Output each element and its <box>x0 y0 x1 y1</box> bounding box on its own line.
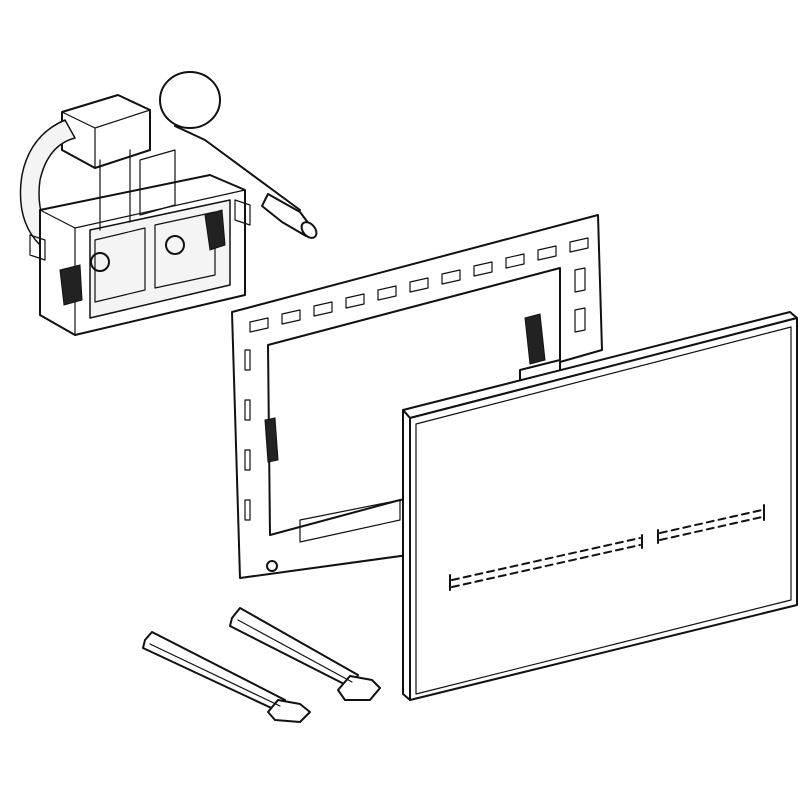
cable <box>174 125 301 211</box>
actuator-rod-right <box>229 607 381 701</box>
valve-left <box>90 252 110 272</box>
plate-left-edge <box>402 409 411 701</box>
plate-face <box>409 317 798 701</box>
frame-clip-right <box>524 313 546 365</box>
actuator-module <box>19 71 318 336</box>
frame-clip-left <box>264 417 279 463</box>
wire-loop <box>159 71 221 129</box>
actuator-rod-left <box>142 631 311 723</box>
frame-notches <box>244 237 589 521</box>
valve-right <box>165 235 185 255</box>
sensor-indicator-dashes <box>449 504 765 591</box>
control-box <box>61 94 151 169</box>
cover-plate <box>402 311 798 701</box>
